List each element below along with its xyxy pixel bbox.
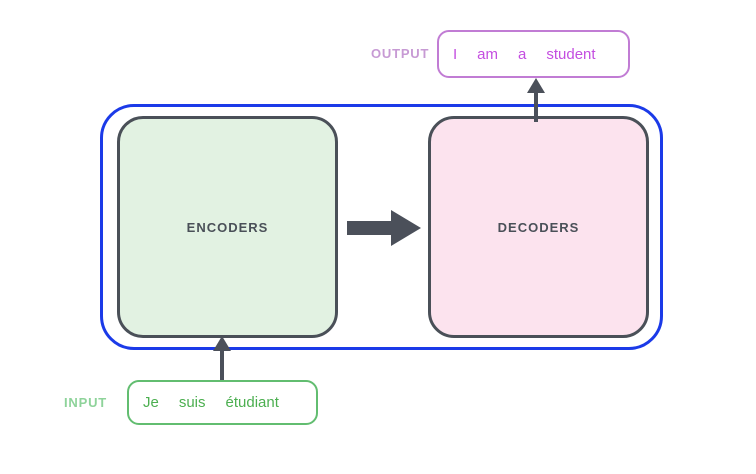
input-token: suis	[178, 394, 206, 411]
output-token: student	[546, 45, 596, 63]
arrow-up-output-icon	[527, 78, 545, 122]
output-token: a	[518, 45, 527, 63]
encoders-label: ENCODERS	[186, 219, 269, 235]
output-label: OUTPUT	[371, 46, 430, 61]
input-token: Je	[143, 394, 159, 411]
transformer-model-container	[100, 104, 663, 350]
input-token: étudiant	[225, 394, 279, 411]
arrow-up-input-icon	[213, 336, 231, 384]
output-token: I	[453, 45, 458, 63]
arrow-right-icon	[347, 210, 421, 246]
output-token: am	[477, 45, 499, 63]
output-token-box[interactable]: I am a student	[437, 30, 630, 78]
decoders-label: DECODERS	[497, 219, 580, 235]
input-token-box[interactable]: Je suis étudiant	[127, 380, 318, 425]
input-label: INPUT	[64, 395, 107, 410]
encoders-block[interactable]: ENCODERS	[117, 116, 338, 338]
decoders-block[interactable]: DECODERS	[428, 116, 649, 338]
